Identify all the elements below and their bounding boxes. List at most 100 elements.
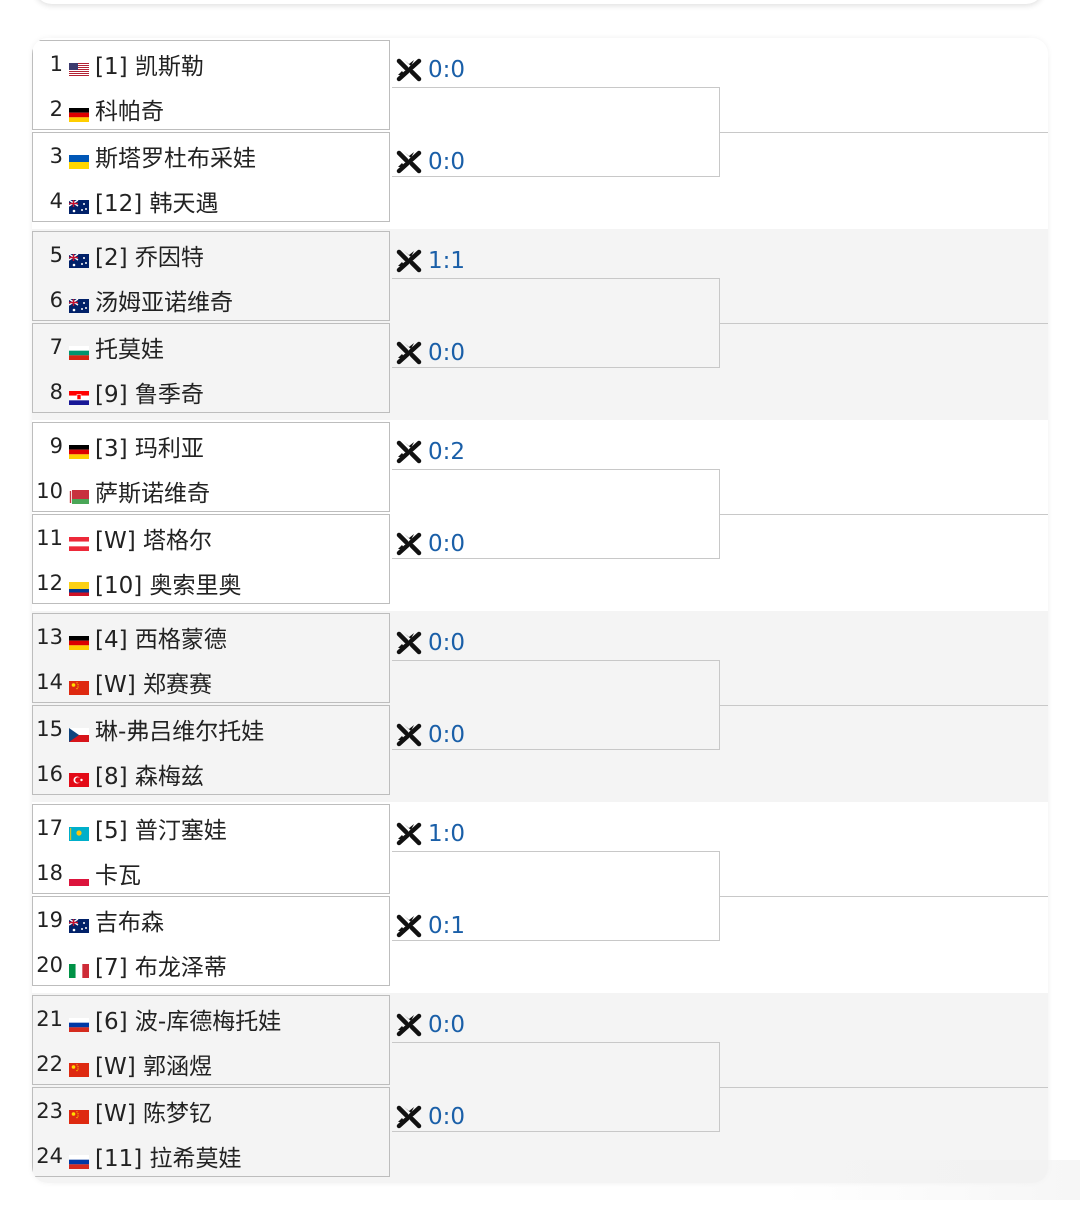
match-score[interactable]: 0:1	[396, 911, 465, 941]
match-score[interactable]: 1:0	[396, 819, 465, 849]
player-row[interactable]: 23[W] 陈梦钇	[33, 1088, 389, 1133]
player-row[interactable]: 17 [5] 普汀塞娃	[33, 805, 389, 850]
player-row[interactable]: 22[W] 郭涵煜	[33, 1041, 389, 1086]
player-name: [9] 鲁季奇	[95, 381, 204, 408]
player-name: [1] 凯斯勒	[95, 53, 204, 80]
player-name: 斯塔罗杜布采娃	[95, 145, 256, 172]
player-name: [11] 拉希莫娃	[95, 1145, 242, 1172]
draw-position: 23	[36, 1098, 63, 1123]
player-row[interactable]: 4[12] 韩天遇	[33, 178, 389, 223]
player-row[interactable]: 1[1] 凯斯勒	[33, 41, 389, 86]
player-name: [W] 郑赛赛	[95, 671, 212, 698]
next-round-line	[720, 705, 1048, 706]
player-name: 托莫娃	[95, 336, 164, 363]
score-text: 0:0	[428, 1012, 466, 1038]
draw-position: 14	[36, 669, 63, 694]
player-row[interactable]: 2 科帕奇	[33, 86, 389, 131]
match-score[interactable]: 0:0	[396, 529, 465, 559]
player-name: [3] 玛利亚	[95, 435, 204, 462]
player-row[interactable]: 12[10] 奥索里奥	[33, 560, 389, 605]
bracket-connector	[392, 469, 720, 559]
match-score[interactable]: 0:2	[396, 437, 465, 467]
player-row[interactable]: 11[W] 塔格尔	[33, 515, 389, 560]
match-score[interactable]: 0:0	[396, 147, 465, 177]
player-name: [6] 波-库德梅托娃	[95, 1008, 282, 1035]
flag-icon	[68, 248, 89, 268]
crossed-rackets-icon	[396, 532, 428, 556]
match-score[interactable]: 0:0	[396, 628, 465, 658]
draw-position: 17	[36, 815, 63, 840]
match-score[interactable]: 0:0	[396, 1010, 465, 1040]
bracket-connector	[392, 851, 720, 941]
match-score[interactable]: 0:0	[396, 338, 465, 368]
player-row[interactable]: 20[7] 布龙泽蒂	[33, 942, 389, 987]
player-name: 汤姆亚诺维奇	[95, 289, 233, 316]
crossed-rackets-icon	[396, 249, 428, 273]
player-row[interactable]: 9 [3] 玛利亚	[33, 423, 389, 468]
flag-icon	[69, 439, 89, 459]
flag-icon	[69, 821, 89, 841]
match-score[interactable]: 1:1	[396, 246, 465, 276]
draw-position: 13	[36, 624, 63, 649]
match-score[interactable]: 0:0	[396, 55, 465, 85]
bracket-connector	[392, 278, 720, 368]
flag-icon	[69, 767, 89, 787]
draw-position: 24	[36, 1143, 63, 1168]
score-text: 0:1	[428, 913, 466, 939]
crossed-rackets-icon	[396, 58, 428, 82]
crossed-rackets-icon	[396, 631, 428, 655]
first-round-pair: 23[W] 陈梦钇 24 [11] 拉希莫娃	[32, 1087, 390, 1177]
player-row[interactable]: 13 [4] 西格蒙德	[33, 614, 389, 659]
draw-position: 10	[36, 478, 63, 503]
player-row[interactable]: 14 [W] 郑赛赛	[33, 659, 389, 704]
player-row[interactable]: 16[8] 森梅兹	[33, 751, 389, 796]
score-text: 0:0	[428, 630, 466, 656]
player-row[interactable]: 24 [11] 拉希莫娃	[33, 1133, 389, 1178]
player-name: [7] 布龙泽蒂	[95, 954, 227, 981]
draw-position: 8	[49, 379, 63, 404]
player-row[interactable]: 8 [9] 鲁季奇	[33, 369, 389, 414]
player-name: 科帕奇	[95, 98, 164, 125]
next-round-line	[720, 323, 1048, 324]
draw-position: 11	[36, 525, 63, 550]
player-row[interactable]: 5[2] 乔因特	[33, 232, 389, 277]
match-score[interactable]: 0:0	[396, 1102, 465, 1132]
score-text: 0:0	[428, 340, 466, 366]
flag-icon	[69, 531, 89, 551]
flag-icon	[69, 149, 89, 169]
flag-icon	[69, 675, 89, 695]
next-round-line	[720, 514, 1048, 515]
score-text: 0:2	[428, 439, 466, 465]
draw-position: 9	[49, 433, 63, 458]
player-row[interactable]: 21[6] 波-库德梅托娃	[33, 996, 389, 1041]
flag-icon	[69, 722, 89, 742]
next-round-line	[720, 132, 1048, 133]
score-text: 0:0	[428, 531, 466, 557]
player-name: 卡瓦	[95, 862, 141, 889]
player-name: [4] 西格蒙德	[95, 626, 227, 653]
player-name: [5] 普汀塞娃	[95, 817, 227, 844]
player-name: [8] 森梅兹	[95, 763, 204, 790]
match-score[interactable]: 0:0	[396, 720, 465, 750]
crossed-rackets-icon	[396, 1013, 428, 1037]
crossed-rackets-icon	[396, 723, 428, 747]
flag-icon	[69, 340, 89, 360]
player-name: [W] 郭涵煜	[95, 1053, 212, 1080]
score-text: 0:0	[428, 149, 466, 175]
draw-position: 2	[49, 96, 63, 121]
